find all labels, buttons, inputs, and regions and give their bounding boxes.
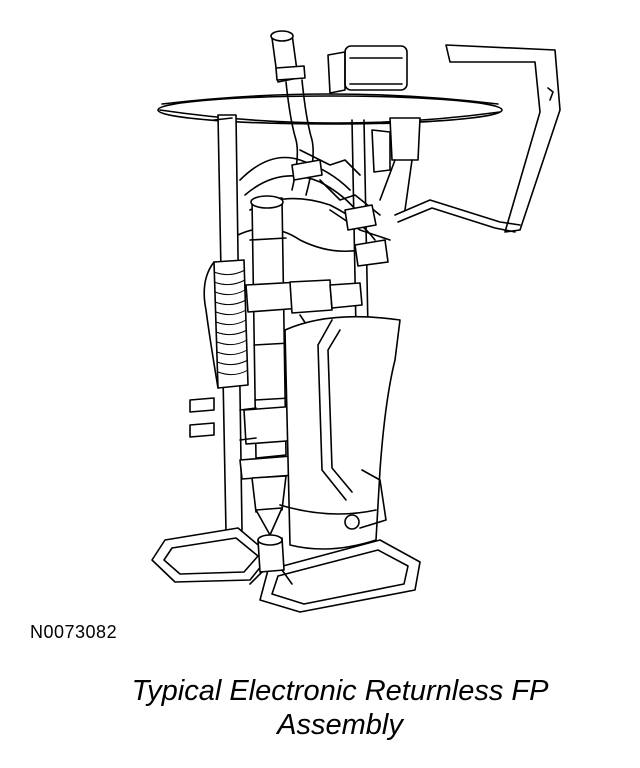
filter-sock-left [151,527,271,583]
caption-line-1: Typical Electronic Returnless FP [131,675,549,707]
filter-sock-right [259,539,421,613]
fuel-pump-body [239,195,303,536]
caption-line-2: Assembly [277,709,403,741]
corrugated-hose [203,259,249,389]
fuel-pump-assembly-illustration [151,30,561,613]
vent-fitting [371,117,421,211]
inlet-fitting [249,534,293,585]
side-brackets [189,397,257,441]
float-arm [394,44,561,233]
figure-caption: Typical Electronic Returnless FP Assembl… [0,674,640,742]
pressure-regulator [289,279,363,346]
electrical-connector [327,45,408,94]
reservoir-housing [279,315,401,550]
mounting-flange [157,93,503,125]
figure-id-code: N0073082 [30,622,118,642]
wiring-harness [237,149,391,267]
